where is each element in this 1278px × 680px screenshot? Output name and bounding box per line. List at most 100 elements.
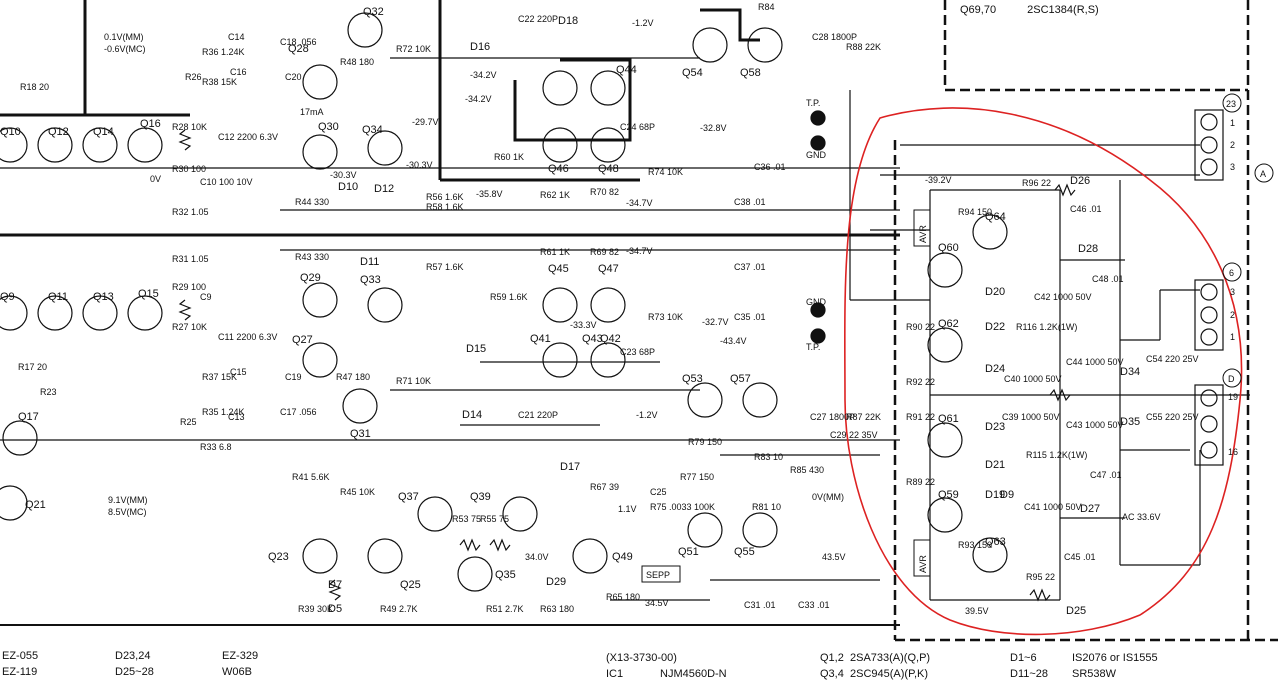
- r-label: R38 15K: [202, 77, 237, 87]
- r-label: R56 1.6K: [426, 192, 464, 202]
- c-label: C40 1000 50V: [1004, 374, 1062, 384]
- c-label: C54 220 25V: [1146, 354, 1199, 364]
- r-label: R92 22: [906, 377, 935, 387]
- svg-text:A: A: [1260, 169, 1266, 179]
- voltage-label: 0V(MM): [812, 492, 844, 502]
- c-label: C36 .01: [754, 162, 786, 172]
- pin-label: 16: [1228, 447, 1238, 457]
- r-label: R73 10K: [648, 312, 683, 322]
- voltage-label: 34.0V: [525, 552, 549, 562]
- voltage-label: -1.2V: [632, 18, 654, 28]
- r-label: R29 100: [172, 282, 206, 292]
- r-label: R85 430: [790, 465, 824, 475]
- voltage-annotations: 0.1V(MM) -0.6V(MC) 0V 9.1V(MM) 8.5V(MC) …: [104, 18, 1161, 616]
- voltage-label: 0V: [150, 174, 161, 184]
- r-label: R60 1K: [494, 152, 524, 162]
- label-q10: Q10: [0, 126, 21, 138]
- c-label: C24 68P: [620, 122, 655, 132]
- label-q35: Q35: [495, 569, 516, 581]
- label-q54: Q54: [682, 67, 703, 79]
- footer-col4-row2: IC1: [606, 668, 624, 680]
- r-label: R72 10K: [396, 44, 431, 54]
- label-q49: Q49: [612, 551, 633, 563]
- voltage-label: -34.7V: [626, 246, 653, 256]
- c-label: C35 .01: [734, 312, 766, 322]
- r-label: R81 10: [752, 502, 781, 512]
- c-label: C29 22 35V: [830, 430, 878, 440]
- label-q21: Q21: [25, 499, 46, 511]
- label-d16: D16: [470, 41, 490, 53]
- r-label: R41 5.6K: [292, 472, 330, 482]
- c-label: C46 .01: [1070, 204, 1102, 214]
- r-label: R90 22: [906, 322, 935, 332]
- pin-label: 2: [1230, 140, 1235, 150]
- label-d25: D25: [1066, 605, 1086, 617]
- label-d15: D15: [466, 343, 486, 355]
- r-label: R71 10K: [396, 376, 431, 386]
- label-d21: D21: [985, 459, 1005, 471]
- label-q34: Q34: [362, 124, 383, 136]
- label-d7: D7: [328, 579, 342, 591]
- footer-col7-row1: D1~6: [1010, 652, 1037, 664]
- label-q45: Q45: [548, 263, 569, 275]
- voltage-label: -39.2V: [925, 175, 952, 185]
- label-d11: D11: [360, 256, 379, 268]
- footer-col4-row1: (X13-3730-00): [606, 652, 677, 664]
- c-label: C21 220P: [518, 410, 558, 420]
- footer-col2-row2: D25~28: [115, 666, 154, 678]
- footer-col7-row2: D11~28: [1010, 668, 1049, 680]
- r-label: R57 1.6K: [426, 262, 464, 272]
- c-label: C31 .01: [744, 600, 776, 610]
- c-label: C47 .01: [1090, 470, 1122, 480]
- r-label: R79 150: [688, 437, 722, 447]
- label-q57: Q57: [730, 373, 751, 385]
- legend-ref: Q69,70: [960, 4, 997, 16]
- voltage-label: 17mA: [300, 107, 324, 117]
- label-q61: Q61: [938, 413, 959, 425]
- r-label: R26: [185, 72, 202, 82]
- r-label: R59 1.6K: [490, 292, 528, 302]
- svg-text:AVR: AVR: [918, 555, 928, 573]
- r-label: R75 .0033 100K: [650, 502, 715, 512]
- label-q29: Q29: [300, 272, 321, 284]
- label-q32: Q32: [363, 6, 384, 18]
- pin-label: 1: [1230, 118, 1235, 128]
- voltage-label: 43.5V: [822, 552, 846, 562]
- r-label: R77 150: [680, 472, 714, 482]
- label-q39: Q39: [470, 491, 491, 503]
- legend-q69-70: Q69,70 2SC1384(R,S): [960, 4, 1099, 16]
- label-q16: Q16: [140, 118, 161, 130]
- c-label: C18 .056: [280, 37, 317, 47]
- r-label: R51 2.7K: [486, 604, 524, 614]
- voltage-label: -34.7V: [626, 198, 653, 208]
- label-d14: D14: [462, 409, 482, 421]
- label-q48: Q48: [598, 163, 619, 175]
- label-d29: D29: [546, 576, 566, 588]
- footer-col5-row2: Q3,4: [820, 668, 844, 680]
- r-label: R58 1.6K: [426, 202, 464, 212]
- c-label: C41 1000 50V: [1024, 502, 1082, 512]
- footer-col8-row2: SR538W: [1072, 668, 1117, 680]
- label-d23: D23: [985, 421, 1005, 433]
- label-q25: Q25: [400, 579, 421, 591]
- voltage-label: -29.7V: [412, 117, 439, 127]
- label-d26: D26: [1070, 175, 1090, 187]
- connector-6: 6: [1222, 262, 1242, 282]
- transistor-labels: Q10 Q12 Q14 Q16 Q9 Q11 Q13 Q15: [0, 118, 161, 303]
- pin-label: 1: [1230, 332, 1235, 342]
- legend-part: 2SC1384(R,S): [1027, 4, 1099, 16]
- label-d35: D35: [1120, 416, 1140, 428]
- voltage-label: -34.2V: [465, 94, 492, 104]
- c-label: C23 68P: [620, 347, 655, 357]
- r-label: R65 180: [606, 592, 640, 602]
- diode-labels: D5 D7 D9 D10 D11 D12 D14 D15 D16 D17 D18…: [328, 15, 1140, 617]
- transistor-labels-other: Q17 Q21 Q23 Q25 Q27 Q28 Q29 Q30 Q31 Q32 …: [18, 6, 1006, 591]
- c-label: C13: [228, 412, 245, 422]
- label-d5: D5: [328, 603, 342, 615]
- c-label: C9: [200, 292, 212, 302]
- c-label: C44 1000 50V: [1066, 357, 1124, 367]
- r-label: R62 1K: [540, 190, 570, 200]
- footer-col6-row1: 2SA733(A)(Q,P): [850, 652, 931, 664]
- label-d34: D34: [1120, 366, 1140, 378]
- tp-label: T.P.: [806, 98, 820, 108]
